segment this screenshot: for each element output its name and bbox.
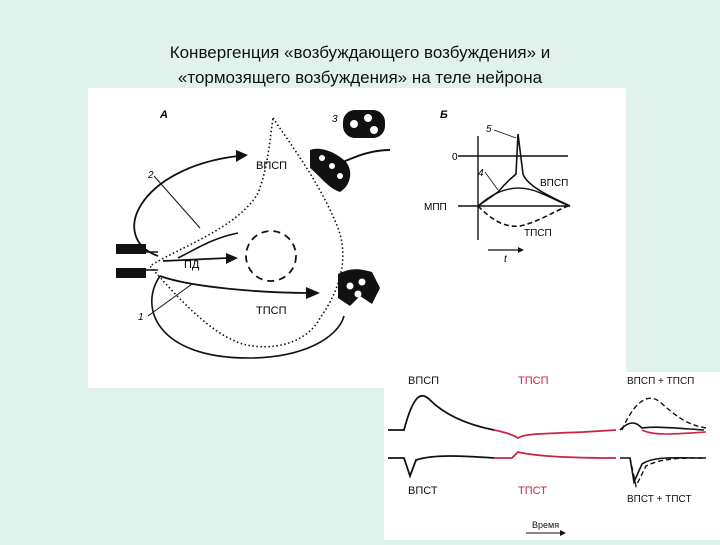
title-line-2: «тормозящего возбуждения» на теле нейрон… <box>177 68 543 87</box>
label-time-t: t <box>504 254 508 265</box>
ipsc-trace-bottom <box>494 451 617 459</box>
inhibitory-vesicle <box>346 282 354 290</box>
sum-trace-top-dashed <box>621 397 707 431</box>
ipsp-trace-top <box>493 429 617 440</box>
trace-label-bot-mid: ТПСТ <box>518 485 547 497</box>
trace-label-bot-right: ВПСТ + ТПСТ <box>627 494 692 505</box>
sum-trace-top <box>619 422 705 431</box>
trace-label-top-left: ВПСП <box>408 375 439 387</box>
label-vpsp: ВПСП <box>256 160 287 172</box>
synapse-vesicle <box>364 114 372 122</box>
label-tpsp: ТПСП <box>256 305 287 317</box>
inhibitory-vesicle <box>358 278 366 286</box>
action-potential-arrow <box>162 257 229 262</box>
label-b-vpsp: ВПСП <box>540 178 568 189</box>
current-loop-lower-outer <box>151 275 345 359</box>
current-loop-upper <box>133 155 239 257</box>
panel-a-letter: А <box>159 109 168 121</box>
excitatory-bouton <box>310 148 351 192</box>
bouton-vesicle <box>319 155 325 161</box>
slide-title: Конвергенция «возбуждающего возбуждения»… <box>80 40 640 90</box>
synapse-vesicle <box>350 120 358 128</box>
action-potential-arrowhead <box>226 253 238 264</box>
epsc-trace-bottom <box>388 455 495 479</box>
leader-line-5 <box>493 129 517 139</box>
leader-line-2 <box>153 175 201 229</box>
label-zero: 0 <box>452 152 458 163</box>
synapse-vesicle <box>370 126 378 134</box>
label-number-5: 5 <box>486 124 492 135</box>
traces-figure: ВПСП ТПСП ВПСП + ТПСП ВПСТ ТПСТ ВПСТ + Т… <box>384 372 720 540</box>
vpsp-curve <box>477 187 571 207</box>
label-b-tpsp: ТПСП <box>524 228 552 239</box>
inhibitory-synapse-knob <box>338 269 380 306</box>
leader-line-4 <box>484 171 499 191</box>
action-potential-curve <box>477 133 571 207</box>
neuron-figure: А <box>88 88 626 388</box>
current-loop-lower <box>159 275 309 294</box>
label-number-3: 3 <box>332 114 338 125</box>
axon-outline <box>118 251 158 271</box>
bouton-vesicle <box>337 173 343 179</box>
time-label: Время <box>532 520 559 530</box>
neuron-soma <box>148 115 344 348</box>
inhibitory-vesicle <box>354 290 362 298</box>
label-number-4: 4 <box>478 168 484 179</box>
label-mpp: МПП <box>424 202 447 213</box>
current-loop-lower-arrow <box>306 287 320 299</box>
current-inner-upper <box>177 232 239 259</box>
current-loop-upper-arrow <box>236 150 248 162</box>
trace-label-top-mid: ТПСП <box>518 375 549 387</box>
neuron-figure-svg: А <box>116 109 571 359</box>
label-pd: ПД <box>184 259 200 271</box>
axon-myelin-bottom <box>116 268 146 278</box>
title-line-1: Конвергенция «возбуждающего возбуждения»… <box>169 43 551 62</box>
epsp-trace-top <box>388 395 495 431</box>
tpsp-curve <box>477 205 569 228</box>
time-axis-arrow <box>518 247 524 253</box>
sum-trace-top-red <box>641 429 707 435</box>
excitatory-synapse-knob <box>343 110 385 138</box>
label-number-2: 2 <box>147 170 154 181</box>
label-number-1: 1 <box>138 312 144 323</box>
panel-b-letter: Б <box>440 109 448 121</box>
bouton-vesicle <box>329 163 335 169</box>
time-arrow-head <box>560 530 566 536</box>
axon-myelin-top <box>116 244 146 254</box>
neuron-nucleus <box>245 230 297 282</box>
trace-label-bot-left: ВПСТ <box>408 485 438 497</box>
traces-figure-svg: ВПСП ТПСП ВПСП + ТПСП ВПСТ ТПСТ ВПСТ + Т… <box>388 375 707 536</box>
sum-trace-bottom-dashed <box>629 457 707 489</box>
leader-line-1 <box>147 283 193 317</box>
trace-label-top-right: ВПСП + ТПСП <box>627 376 694 387</box>
